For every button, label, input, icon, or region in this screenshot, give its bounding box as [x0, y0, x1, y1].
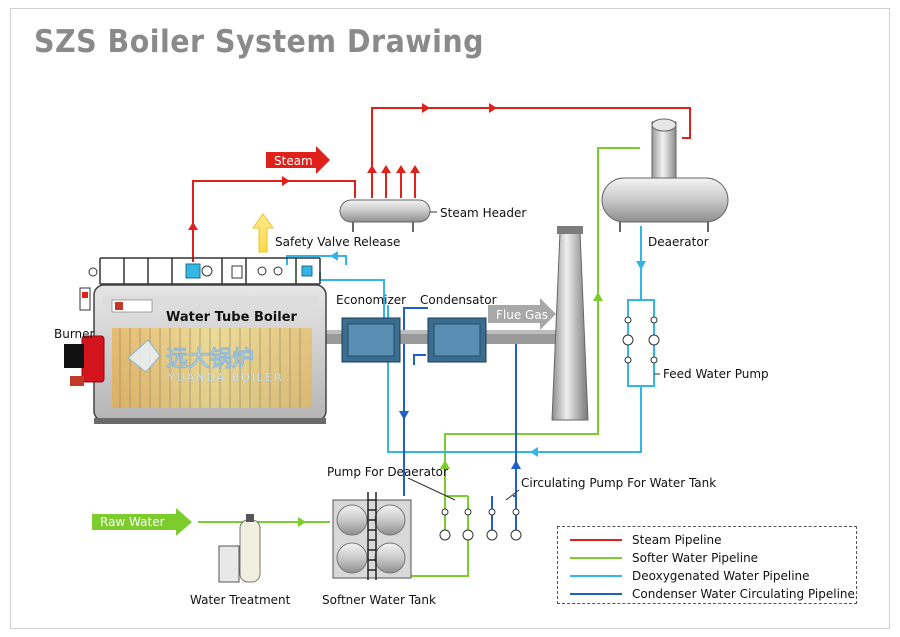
- watermark-cn: 远大锅炉: [166, 346, 254, 372]
- burner-label: Burner: [54, 327, 95, 341]
- water-tube-boiler: [93, 284, 327, 424]
- watermark-en: YUANDA BOILER: [167, 371, 284, 384]
- softer-flow-arrows: [298, 292, 603, 527]
- pump-units: [439, 508, 522, 541]
- pump-for-deaerator-label: Pump For Deaerator: [327, 465, 448, 479]
- deaerator-label: Deaerator: [648, 235, 709, 249]
- legend-item: Condenser Water Circulating Pipeline: [570, 587, 855, 601]
- boiler-gauges: [79, 267, 98, 311]
- legend-item: Deoxygenated Water Pipeline: [570, 569, 810, 583]
- water-treatment-label: Water Treatment: [190, 593, 291, 607]
- legend-label: Deoxygenated Water Pipeline: [632, 569, 810, 583]
- diagram-frame: [10, 8, 890, 629]
- legend-item: Steam Pipeline: [570, 533, 722, 547]
- steam-arrow: Steam: [266, 146, 330, 174]
- burner: [64, 335, 105, 386]
- flue-gas-arrow: Flue Gas: [488, 298, 556, 330]
- legend-label: Condenser Water Circulating Pipeline: [632, 587, 855, 601]
- steam-header: [339, 199, 431, 232]
- boiler-label: Water Tube Boiler: [166, 310, 298, 325]
- flue-gas-label: Flue Gas: [496, 308, 548, 322]
- legend: [557, 526, 857, 604]
- safety-valve-label: Safety Valve Release: [275, 235, 400, 249]
- steam-flow-arrows: [188, 103, 497, 230]
- deoxy-flow-arrows: [330, 251, 646, 457]
- raw-water-label: Raw Water: [100, 515, 165, 529]
- steam-arrow-label: Steam: [274, 154, 313, 168]
- softner-tank-label: Softner Water Tank: [322, 593, 436, 607]
- safety-valve-arrow: [252, 213, 274, 253]
- steam-pipeline: [192, 107, 691, 262]
- page-title: SZS Boiler System Drawing: [34, 24, 484, 60]
- economizer-label: Economizer: [336, 293, 406, 307]
- steam-header-label: Steam Header: [440, 206, 526, 220]
- chimney: [551, 226, 589, 421]
- raw-water-arrow: Raw Water: [92, 508, 192, 536]
- deaerator: [601, 118, 729, 232]
- feed-pump-units: [622, 316, 660, 364]
- legend-label: Softer Water Pipeline: [632, 551, 758, 565]
- watermark-logo: 远大锅炉 YUANDA BOILER: [127, 339, 284, 384]
- softer-water-pipeline: [198, 147, 640, 577]
- legend-item: Softer Water Pipeline: [570, 551, 758, 565]
- condensator: [427, 317, 487, 363]
- economizer: [341, 317, 401, 363]
- boiler-platform: [99, 257, 321, 285]
- condenser-flow-arrows: [399, 411, 521, 469]
- boiler-top-valves: [185, 263, 313, 279]
- water-treatment: [218, 514, 261, 583]
- condensator-label: Condensator: [420, 293, 497, 307]
- legend-label: Steam Pipeline: [632, 533, 722, 547]
- softner-water-tank: [332, 492, 412, 580]
- feed-water-pump-label: Feed Water Pump: [663, 367, 769, 381]
- circulating-pump-label: Circulating Pump For Water Tank: [521, 476, 716, 490]
